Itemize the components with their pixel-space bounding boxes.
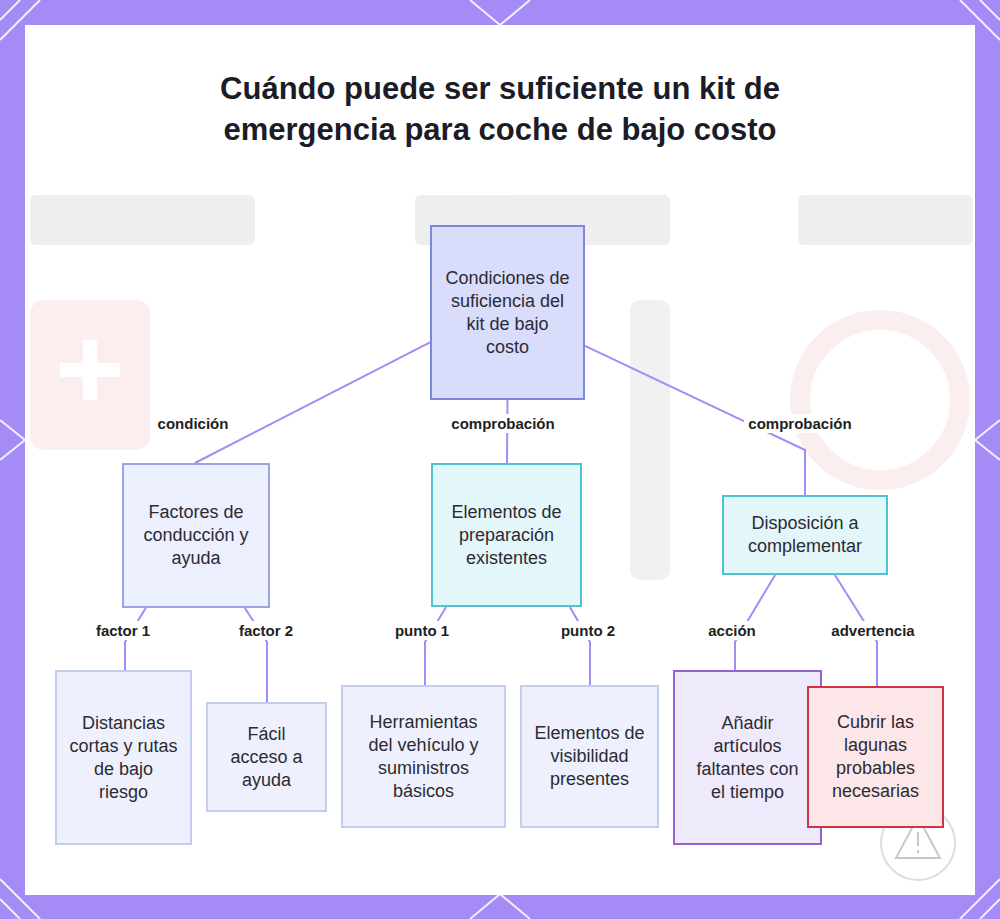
diamond-line [470, 0, 530, 25]
leaf-box: Herramientas del vehículo y suministros … [341, 685, 506, 828]
diagram-title: Cuándo puede ser suficiente un kit de em… [190, 68, 810, 150]
node-text: Fácil acceso a ayuda [220, 723, 313, 792]
category-box: Elementos de preparación existentes [431, 463, 582, 607]
leaf-box: Distancias cortas y rutas de bajo riesgo [55, 670, 192, 845]
edge-label: condición [154, 414, 233, 433]
connector [570, 607, 590, 685]
node-text: Añadir artículos faltantes con el tiempo [687, 712, 808, 804]
node-text: Herramientas del vehículo y suministros … [355, 711, 492, 803]
panel [25, 25, 975, 895]
connector [425, 607, 446, 685]
edge-label: factor 2 [235, 621, 297, 640]
edge-label: advertencia [827, 621, 918, 640]
faint-flashlight [630, 300, 670, 580]
connector [195, 342, 430, 463]
action-box: Añadir artículos faltantes con el tiempo [673, 670, 822, 845]
edge-label: punto 1 [391, 621, 453, 640]
node-text: Cubrir las lagunas probables necesarias [821, 711, 930, 803]
category-box: Factores de conducción y ayuda [122, 463, 270, 608]
edge-label: acción [704, 621, 760, 640]
diamond-line [470, 894, 530, 919]
leaf-box: Elementos de visibilidad presentes [520, 685, 659, 828]
diamond-line [0, 420, 25, 460]
node-text: Elementos de visibilidad presentes [534, 722, 645, 791]
node-text: Condiciones de suficiencia del kit de ba… [444, 267, 571, 359]
faint-cross [60, 340, 120, 400]
leaf-box: Fácil acceso a ayuda [206, 702, 327, 812]
edge-label: factor 1 [92, 621, 154, 640]
edge-label: comprobación [744, 414, 855, 433]
node-text: Disposición a complementar [736, 512, 874, 558]
edge-label: punto 2 [557, 621, 619, 640]
faint-kit [30, 300, 150, 450]
category-box: Disposición a complementar [722, 495, 888, 575]
node-text: Factores de conducción y ayuda [136, 501, 256, 570]
logo-mark [917, 832, 919, 853]
node-text: Distancias cortas y rutas de bajo riesgo [69, 712, 178, 804]
faint-bar [798, 195, 973, 245]
faint-bar [30, 195, 255, 245]
diamond-line [975, 420, 1000, 460]
faint-cable [800, 320, 960, 480]
edge-label: comprobación [447, 414, 558, 433]
root-box: Condiciones de suficiencia del kit de ba… [430, 225, 585, 400]
node-text: Elementos de preparación existentes [445, 501, 568, 570]
warning-box: Cubrir las lagunas probables necesarias [807, 686, 944, 828]
